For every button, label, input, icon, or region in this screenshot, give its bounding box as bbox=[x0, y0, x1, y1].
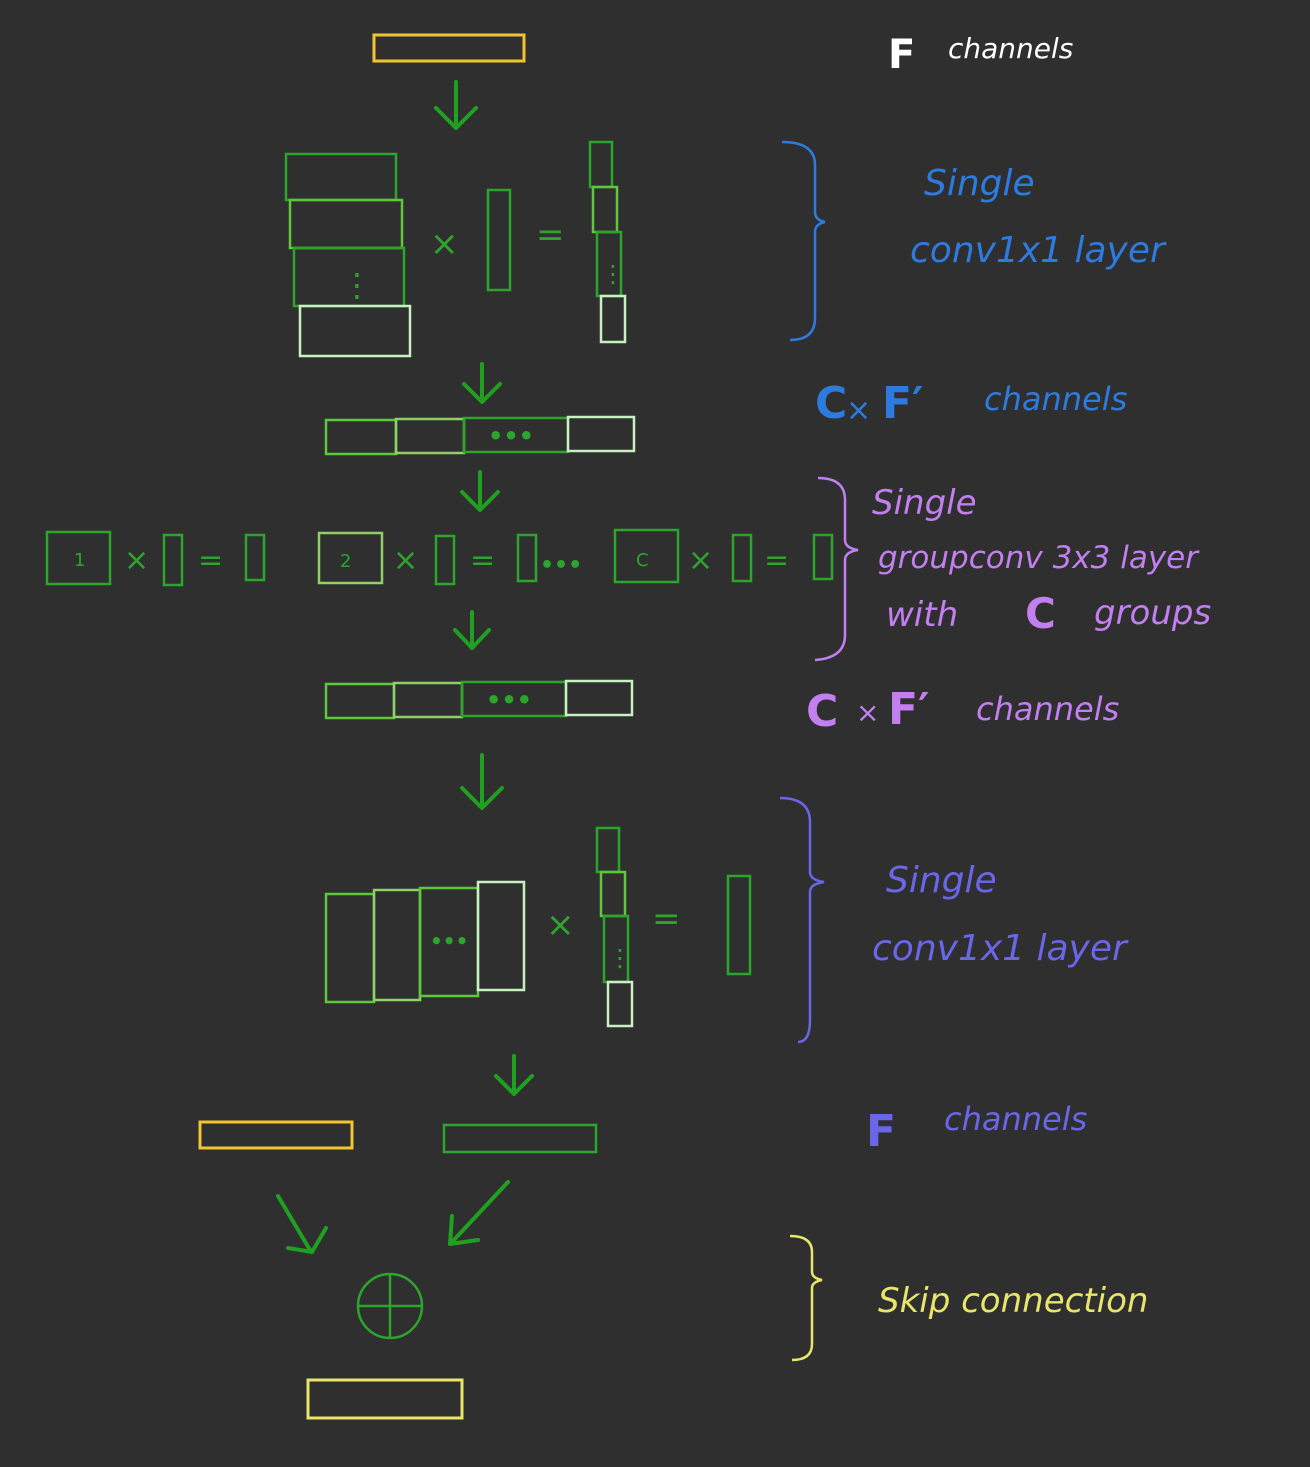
conv1-input-vector bbox=[486, 188, 512, 292]
conv2-single-label: Single bbox=[886, 860, 997, 901]
final-output-bar bbox=[306, 1378, 464, 1420]
arrow-down-3 bbox=[460, 470, 500, 512]
bracket-groupconv bbox=[814, 476, 859, 662]
conv1-layer-label: conv1x1 layer bbox=[910, 230, 1167, 271]
cf1-C-label: C bbox=[815, 378, 847, 429]
bottom-F-label: F bbox=[866, 1106, 896, 1157]
conv2-times: × bbox=[546, 905, 575, 945]
arrow-down-1 bbox=[434, 80, 478, 130]
conv1-single-label: Single bbox=[924, 163, 1035, 204]
bracket-conv2 bbox=[779, 796, 825, 1044]
svg-text:=: = bbox=[198, 543, 223, 578]
svg-text:×: × bbox=[393, 543, 418, 578]
add-circle-icon bbox=[356, 1272, 424, 1340]
bar1-dots: ••• bbox=[488, 422, 534, 450]
conv2-layer-label: conv1x1 layer bbox=[872, 928, 1129, 969]
cf1-channels-label: channels bbox=[984, 380, 1127, 418]
cf2-C-label: C bbox=[806, 686, 838, 737]
skip-input-bar bbox=[198, 1120, 354, 1150]
group-with-label: with bbox=[886, 595, 958, 635]
cf2-F-label: F′ bbox=[888, 684, 930, 735]
arrow-down-4 bbox=[453, 610, 491, 650]
arrow-diag-right bbox=[448, 1180, 510, 1246]
vector2-vdots: ⋮ bbox=[608, 944, 632, 972]
conv1-output-vector: ⋮ bbox=[588, 140, 627, 344]
bar2-dots: ••• bbox=[486, 686, 532, 714]
matrix-vdots: ⋮ bbox=[341, 266, 373, 304]
group-single-label: Single bbox=[872, 483, 977, 523]
conv2-input-vector: ⋮ bbox=[595, 826, 634, 1028]
top-F-label: F bbox=[888, 32, 915, 78]
conv1-equals: = bbox=[536, 215, 565, 255]
cf-bar-2: ••• bbox=[324, 679, 634, 720]
block-output-bar bbox=[442, 1123, 598, 1154]
group-C-label: C bbox=[1025, 589, 1056, 638]
bottom-channels-label: channels bbox=[944, 1100, 1087, 1138]
cf1-x-label: × bbox=[846, 393, 871, 428]
group-box-1 bbox=[45, 530, 112, 586]
group-conv-row: 1 × = 2 × = ••• C × = bbox=[45, 528, 834, 587]
arrow-down-2 bbox=[462, 362, 502, 404]
bracket-conv1 bbox=[781, 140, 826, 342]
cf2-x-label: × bbox=[856, 696, 879, 729]
svg-text:C: C bbox=[636, 550, 649, 571]
conv1-times: × bbox=[430, 224, 459, 264]
svg-text:×: × bbox=[124, 543, 149, 578]
top-channels-label: channels bbox=[948, 32, 1073, 65]
arrow-down-5 bbox=[460, 753, 504, 810]
conv2-output-vector bbox=[726, 874, 752, 976]
group-layer-label: groupconv 3x3 layer bbox=[878, 540, 1200, 576]
matrix2-dots: ••• bbox=[430, 929, 468, 953]
conv2-weight-matrix: ••• bbox=[324, 880, 526, 1004]
cf1-F-label: F′ bbox=[882, 378, 924, 429]
input-bar bbox=[372, 33, 526, 63]
cf2-channels-label: channels bbox=[976, 690, 1119, 728]
arrow-diag-left bbox=[276, 1194, 328, 1254]
conv2-equals: = bbox=[652, 899, 681, 939]
svg-text:1: 1 bbox=[74, 550, 85, 571]
group-box-2 bbox=[317, 531, 384, 585]
arrow-down-6 bbox=[494, 1054, 534, 1096]
svg-text:•••: ••• bbox=[540, 553, 582, 578]
svg-text:×: × bbox=[688, 543, 713, 578]
group-groups-label: groups bbox=[1094, 593, 1211, 633]
svg-text:=: = bbox=[470, 543, 495, 578]
svg-text:=: = bbox=[764, 543, 789, 578]
group-box-C bbox=[613, 528, 680, 584]
svg-text:2: 2 bbox=[340, 551, 351, 572]
skip-connection-label: Skip connection bbox=[878, 1281, 1148, 1321]
vector-vdots: ⋮ bbox=[601, 260, 625, 288]
bracket-skip bbox=[789, 1234, 823, 1362]
cf-bar-1: ••• bbox=[324, 415, 636, 456]
conv1-weight-matrix: ⋮ bbox=[284, 152, 412, 358]
